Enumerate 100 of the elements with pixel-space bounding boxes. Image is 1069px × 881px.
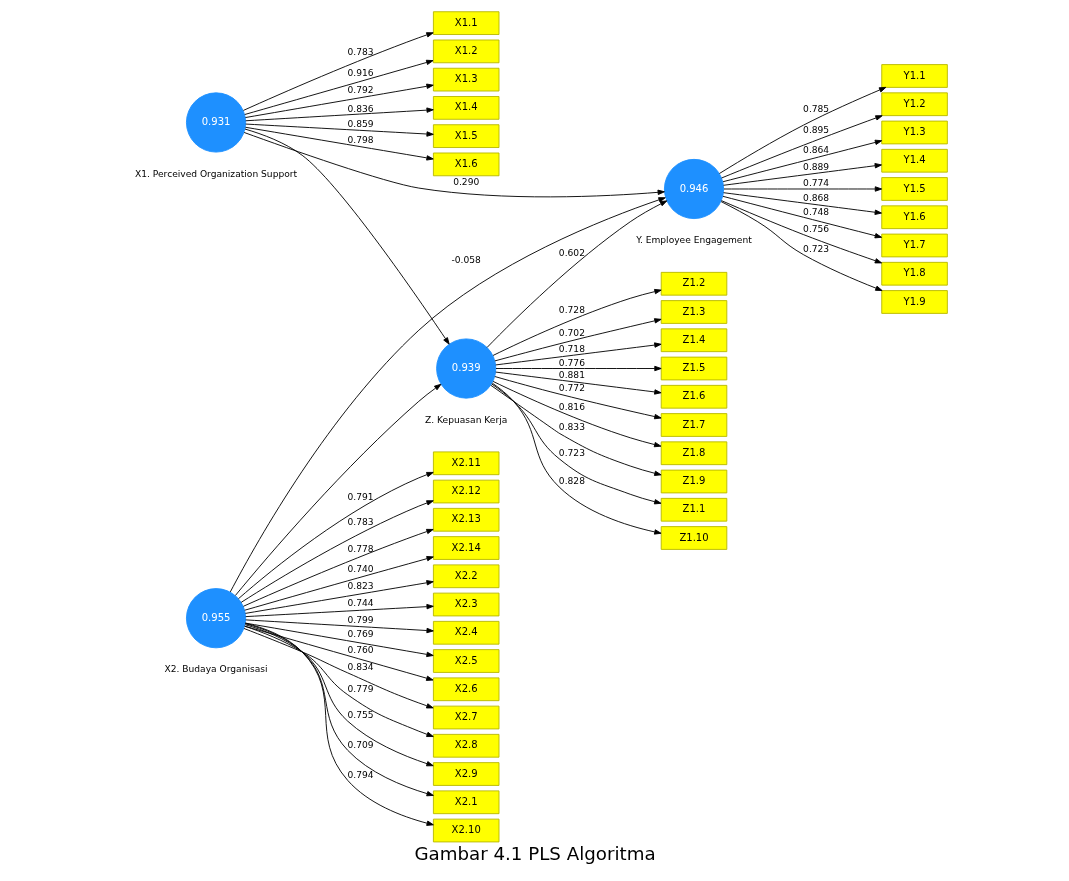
edge-label: 0.794 [346,769,374,780]
edge-label: 0.864 [802,145,829,156]
node-box: Z1.8 [660,441,727,466]
arrow [720,201,883,291]
arrow [242,32,434,111]
arrow [244,107,434,122]
arrow [495,365,662,372]
edge-label: 0.744 [346,598,374,609]
node-box: X2.3 [432,592,499,617]
edge-label: 0.602 [558,248,585,259]
arrow [243,556,434,611]
edge-label: 0.816 [558,402,585,413]
edge-label: 0.709 [346,739,374,750]
node-box: X1.6 [432,152,499,177]
edge-label: 0.895 [802,125,829,136]
node-box: Y1.7 [880,233,948,258]
node-box: Y1.9 [880,290,948,314]
edge-label: 0.836 [346,103,374,114]
edge-label: 0.783 [346,47,374,58]
node-box: Z1.9 [660,469,727,494]
edge-label: 0.792 [346,85,374,96]
edge-label: 0.760 [346,644,374,655]
arrow [492,288,662,356]
node-box: Z1.10 [660,526,727,550]
edge-label: 0.772 [558,383,585,394]
arrow [244,624,434,767]
arrow [243,132,665,198]
arrow [242,528,434,607]
node-box: X2.7 [432,705,499,730]
node-box: Y1.4 [880,148,948,173]
arrow [244,123,434,137]
node-box: Z1.5 [660,356,727,381]
edge-label: 0.702 [558,327,585,338]
edge-label: 0.889 [802,161,829,172]
edge-label: 0.778 [346,543,374,554]
node-box: X2.12 [432,479,499,504]
edge-label: 0.718 [558,344,585,355]
edge-label: -0.058 [451,254,481,265]
edge-label: 0.916 [346,67,374,78]
arrow [244,580,434,614]
node-box: Y1.2 [880,92,948,117]
node-box: Z1.1 [660,497,727,522]
arrow [718,86,886,174]
edge-label: 0.740 [346,563,374,574]
node-box: Z1.7 [660,413,727,437]
arrow [244,619,434,634]
edge-label: 0.774 [802,178,829,189]
node-label: Z. Kepuasan Kerja [424,414,507,425]
arrow [243,59,433,115]
node-box: X2.5 [432,649,499,673]
arrow [722,163,882,186]
edge-label: 0.779 [346,684,374,695]
edge-label: 0.755 [346,710,374,721]
edge-label: 0.748 [802,206,829,217]
node-box: X2.14 [432,536,499,560]
edge-label: 0.859 [346,119,374,130]
arrow [492,380,661,448]
edge-label: 0.881 [558,369,585,380]
arrow [493,318,662,362]
node-box: X1.4 [432,96,499,120]
node-box: Z1.4 [660,328,727,353]
arrow [243,628,434,709]
arrow [244,128,450,345]
node-box: X1.5 [432,124,499,148]
arrow [722,192,882,215]
node-box: X2.13 [432,507,499,532]
node-box: Z1.6 [660,384,727,409]
node-box: X1.1 [432,11,499,35]
edge-label: 0.834 [346,662,374,673]
arrow [244,622,434,658]
arrow [494,342,662,366]
node-box: X2.2 [432,564,499,589]
arrow [722,139,882,183]
edge-label: 0.723 [802,243,829,254]
arrow [234,383,441,596]
arrow [720,115,883,179]
node-label: Y. Employee Engagement [635,235,752,246]
arrow [491,382,661,535]
arrow [490,383,661,505]
arrow [244,126,434,161]
node-label: X2. Budaya Organisasi [163,664,268,675]
node-box: X1.2 [432,39,499,64]
caption: Gambar 4.1 PLS Algoritma [413,843,656,865]
node-box: Y1.8 [880,261,948,286]
edge-label: 0.728 [558,304,585,315]
edge-label: 0.785 [802,103,829,114]
arrow [237,471,434,600]
node-box: Y1.1 [880,64,948,88]
arrow [243,625,434,737]
arrow [494,371,662,395]
arrow [722,195,882,239]
arrow [240,500,434,603]
arrow [493,376,662,420]
arrow [720,200,882,264]
edge-label: 0.776 [558,357,585,368]
edge-label: 0.799 [346,614,374,625]
node-box: X2.10 [432,818,499,843]
node-box: Z1.2 [660,271,727,296]
node-box: Z1.3 [660,300,727,324]
arrow [486,200,667,348]
